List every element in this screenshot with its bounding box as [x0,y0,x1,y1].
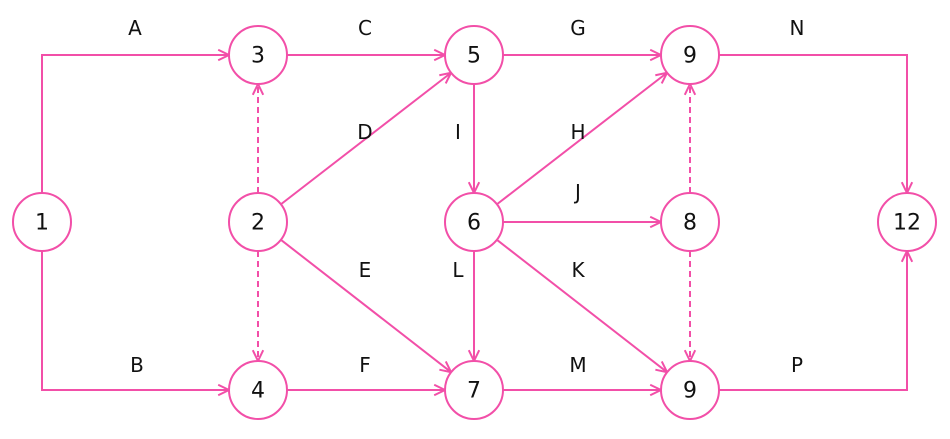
edge-label: K [571,258,585,282]
edge-G-n5-n9t [503,48,664,62]
node-circle [228,192,288,252]
edge-line [41,251,229,391]
edge-label: G [570,16,586,40]
node-circle [660,192,720,252]
node-circle [660,360,720,420]
edge-label: N [790,16,805,40]
node-label: 2 [251,211,265,236]
node-n2: 2 [228,192,288,252]
node-n9t: 9 [660,25,720,85]
node-circle [444,360,504,420]
edge-label: H [570,120,585,144]
node-label: 9 [683,44,697,69]
node-label: 6 [467,211,481,236]
edge-A-n1-n3 [41,48,232,193]
edge-dummy-n8-n9t [683,81,697,193]
node-n12: 12 [877,192,937,252]
node-circle [228,25,288,85]
node-n3: 3 [228,25,288,85]
edge-I-n5-n6 [467,84,481,196]
edge-label: B [130,353,144,377]
node-label: 8 [683,211,697,236]
node-label: 7 [467,379,481,404]
edge-dummy-n2-n3 [251,81,265,193]
edge-M-n7-n9b [503,383,664,397]
node-circle [12,192,72,252]
edge-line [280,71,452,206]
edge-label: J [573,180,581,204]
edge-N-n9t-n12 [719,54,914,196]
edge-L-n6-n7 [467,251,481,364]
edge-label: F [359,353,371,377]
edge-label: C [358,16,372,40]
edge-line [496,71,668,206]
node-circle [877,192,937,252]
node-label: 9 [683,379,697,404]
edge-label: M [569,353,586,377]
edge-label: D [357,120,372,144]
edge-dummy-n8-n9b [683,251,697,364]
node-circle [444,25,504,85]
edge-dummy-n2-n4 [251,251,265,364]
node-label: 5 [467,44,481,69]
edge-line [719,54,908,193]
node-circle [228,360,288,420]
node-label: 1 [35,211,49,236]
edge-line [496,239,668,373]
node-circle [660,25,720,85]
node-n1: 1 [12,192,72,252]
node-label: 12 [893,211,921,236]
node-n9b: 9 [660,360,720,420]
node-n4: 4 [228,360,288,420]
edge-line [41,54,229,193]
edge-line [280,239,452,373]
edge-label: L [452,258,464,282]
edge-label: E [359,258,372,282]
node-n6: 6 [444,192,504,252]
edge-P-n9b-n12 [719,248,914,391]
edge-F-n4-n7 [287,383,448,397]
edge-line [719,251,908,391]
node-n8: 8 [660,192,720,252]
node-circle [444,192,504,252]
node-label: 4 [251,379,265,404]
edge-label: P [791,353,803,377]
edge-label: A [128,16,142,40]
node-label: 3 [251,44,265,69]
node-n5: 5 [444,25,504,85]
node-n7: 7 [444,360,504,420]
edge-J-n6-n8 [503,215,664,229]
edge-label: I [455,120,461,144]
edge-C-n3-n5 [287,48,448,62]
